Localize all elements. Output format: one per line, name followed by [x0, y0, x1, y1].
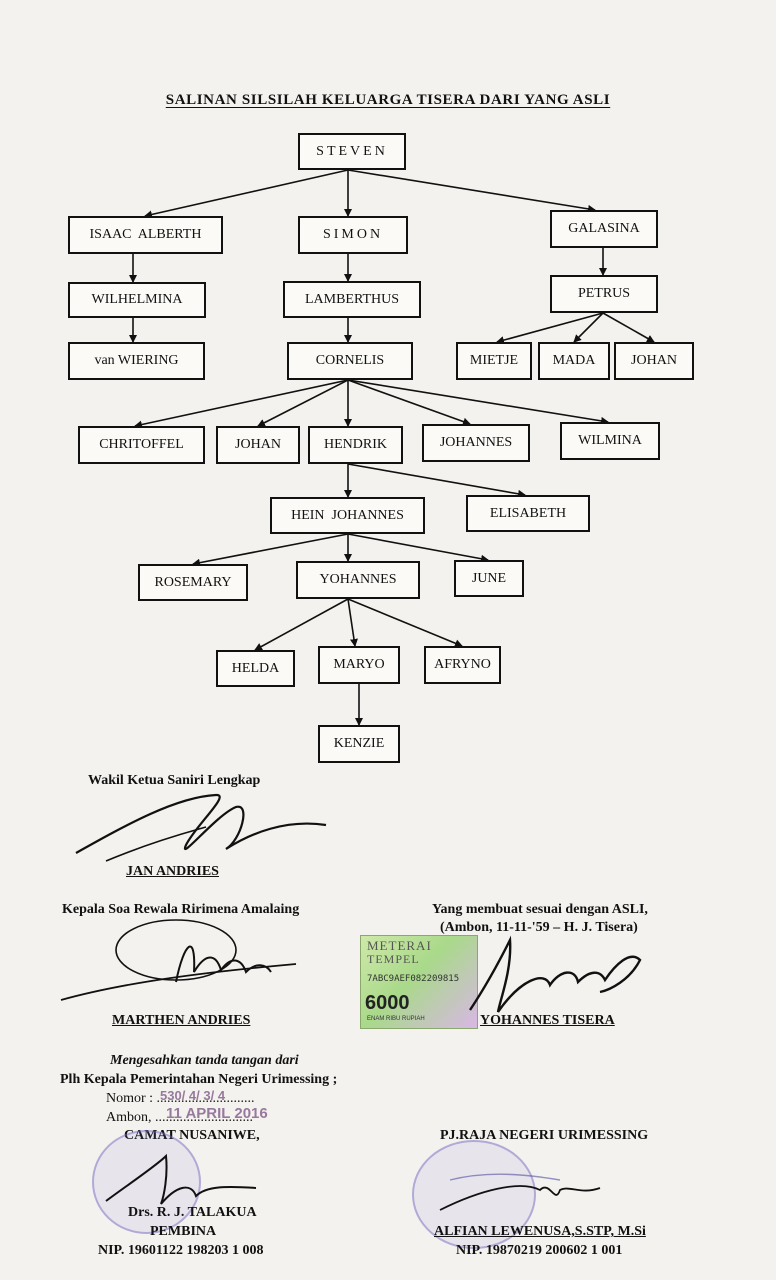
camat-name: Drs. R. J. TALAKUA — [128, 1205, 257, 1220]
node-isaac-alberth: ISAAC ALBERTH — [68, 216, 223, 254]
node-galasina: GALASINA — [550, 210, 658, 248]
wakil-ketua-title: Wakil Ketua Saniri Lengkap — [88, 773, 261, 788]
node-rosemary: ROSEMARY — [138, 564, 248, 601]
maker-line-2: (Ambon, 11-11-'59 – H. J. Tisera) — [440, 920, 638, 935]
node-lamberthus: LAMBERTHUS — [283, 281, 421, 318]
document-title: SALINAN SILSILAH KELUARGA TISERA DARI YA… — [165, 92, 611, 108]
raja-nip: NIP. 19870219 200602 1 001 — [456, 1243, 623, 1258]
signature-camat — [105, 1153, 257, 1205]
node-van-wiering: van WIERING — [68, 342, 205, 380]
node-steven: STEVEN — [298, 133, 406, 170]
stamp-line-2: TEMPEL — [367, 952, 420, 966]
node-chritoffel: CHRITOFFEL — [78, 426, 205, 464]
node-simon: SIMON — [298, 216, 408, 254]
marthen-andries-name: MARTHEN ANDRIES — [112, 1013, 251, 1028]
signature-yohannes-tisera — [469, 935, 642, 1013]
yohannes-tisera-name: YOHANNES TISERA — [480, 1013, 615, 1028]
tree-connectors — [129, 169, 655, 726]
raja-name: ALFIAN LEWENUSA,S.STP, M.Si — [434, 1224, 646, 1239]
stamp-value: 6000 — [365, 992, 410, 1014]
node-afryno: AFRYNO — [424, 646, 501, 684]
ambon-date-stamp: 11 APRIL 2016 — [166, 1105, 268, 1122]
kepala-soa-title: Kepala Soa Rewala Ririmena Amalaing — [62, 902, 300, 917]
maker-line-1: Yang membuat sesuai dengan ASLI, — [432, 902, 648, 917]
node-mada: MADA — [538, 342, 610, 380]
node-johan-petrus: JOHAN — [614, 342, 694, 380]
node-yohannes: YOHANNES — [296, 561, 420, 599]
node-mietje: MIETJE — [456, 342, 532, 380]
meterai-stamp: METERAI TEMPEL 7ABC9AEF082209815 6000 EN… — [360, 935, 478, 1029]
node-hendrik: HENDRIK — [308, 426, 403, 464]
node-kenzie: KENZIE — [318, 725, 400, 763]
raja-title: PJ.RAJA NEGERI URIMESSING — [440, 1128, 649, 1143]
stamp-line-1: METERAI — [367, 938, 432, 953]
node-helda: HELDA — [216, 650, 295, 687]
node-petrus: PETRUS — [550, 275, 658, 313]
signature-raja — [439, 1173, 601, 1211]
signature-jan-andries — [75, 793, 327, 862]
node-elisabeth: ELISABETH — [466, 495, 590, 532]
node-cornelis: CORNELIS — [287, 342, 413, 380]
node-wilmina: WILMINA — [560, 422, 660, 460]
camat-rank: PEMBINA — [150, 1224, 217, 1239]
node-june: JUNE — [454, 560, 524, 597]
mengesahkan-line-2: Plh Kepala Pemerintahan Negeri Urimessin… — [60, 1072, 338, 1087]
node-maryo: MARYO — [318, 646, 400, 684]
camat-seal — [92, 1130, 201, 1234]
node-wilhelmina: WILHELMINA — [68, 282, 206, 318]
signature-marthen-andries — [60, 919, 297, 1001]
node-hein-johannes: HEIN JOHANNES — [270, 497, 425, 534]
ambon-label: Ambon, ............................ — [106, 1110, 253, 1125]
stamp-code: 7ABC9AEF082209815 — [367, 974, 460, 984]
node-johannes: JOHANNES — [422, 424, 530, 462]
nomor-label: Nomor : ............................ — [106, 1091, 255, 1106]
stamp-words: ENAM RIBU RUPIAH — [367, 1016, 425, 1022]
nomor-value: 530/ 4/ 3/ 4 — [160, 1088, 226, 1103]
camat-nip: NIP. 19601122 198203 1 008 — [98, 1243, 264, 1258]
mengesahkan-line-1: Mengesahkan tanda tangan dari — [110, 1053, 299, 1068]
node-johan-cornelis: JOHAN — [216, 426, 300, 464]
jan-andries-name: JAN ANDRIES — [126, 864, 219, 879]
